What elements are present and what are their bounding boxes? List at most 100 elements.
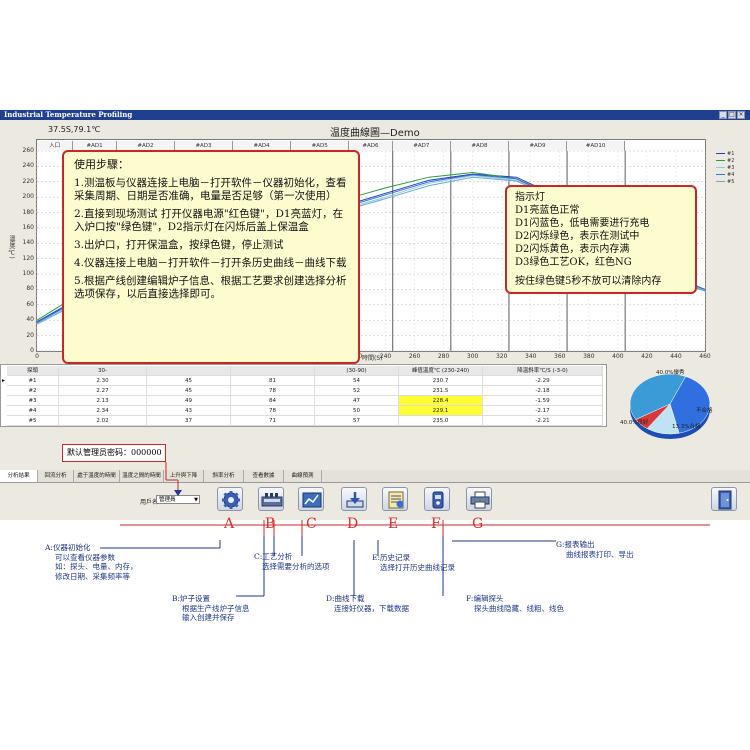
table-cell-r4-c0: #5 bbox=[7, 416, 59, 426]
edit-probe-button[interactable] bbox=[424, 487, 450, 511]
legend-label-4: #5 bbox=[727, 179, 735, 185]
print-report-button[interactable] bbox=[466, 487, 492, 511]
x-tick-18: 360 bbox=[554, 353, 566, 360]
annotation-letter-f: F bbox=[431, 516, 441, 532]
tab-7[interactable]: 曲線預測 bbox=[284, 470, 322, 482]
exit-door-icon bbox=[718, 490, 732, 510]
table-cell-r3-c6: -2.17 bbox=[483, 406, 603, 416]
desc-c-body: 选择需要分析的选项 bbox=[262, 561, 330, 571]
table-cell-r0-c1: 2.30 bbox=[59, 376, 147, 386]
instrument-init-button[interactable] bbox=[217, 487, 243, 511]
lamp-heading: 指示灯 bbox=[515, 192, 545, 203]
edit-probe-icon bbox=[432, 491, 444, 509]
desc-b: B:炉子设置根据生产线炉子信息 输入创建并保存 bbox=[172, 594, 250, 623]
annotation-letter-e: E bbox=[388, 516, 399, 532]
annotation-letter-d: D bbox=[347, 516, 359, 532]
step-5: 5.根据产线创建编辑炉子信息、根据工艺要求创建选择分析选项保存，以后直接选择即可… bbox=[74, 275, 347, 300]
zone-label-2: #AD2 bbox=[116, 141, 175, 151]
y-tick-12: 240 bbox=[22, 162, 34, 170]
legend-entry-4: #5 bbox=[716, 179, 734, 186]
desc-c-title: C:工艺分析 bbox=[254, 552, 293, 561]
user-select[interactable]: 管理員 ▼ bbox=[156, 495, 200, 504]
legend-label-3: #4 bbox=[727, 172, 735, 178]
table-cell-r1-c2: 45 bbox=[147, 386, 231, 396]
y-tick-1: 20 bbox=[26, 331, 34, 339]
curve-download-button[interactable] bbox=[341, 487, 367, 511]
legend-swatch-3 bbox=[716, 174, 725, 175]
chart-legend: #1#2#3#4#5 bbox=[716, 151, 734, 186]
tab-2[interactable]: 處于溫度的時間 bbox=[74, 470, 120, 482]
legend-entry-0: #1 bbox=[716, 151, 734, 158]
table-cell-r3-c2: 43 bbox=[147, 406, 231, 416]
step-2: 2.直接到现场测试 打开仪器电源"红色键"，D1亮蓝灯，在入炉口按"绿色键"，D… bbox=[74, 208, 344, 233]
row-selector-icon: ▸ bbox=[2, 377, 6, 384]
tab-0[interactable]: 分析結果 bbox=[0, 470, 38, 482]
table-header-5: 峰值溫度℃ (230-240) bbox=[399, 366, 483, 376]
legend-swatch-4 bbox=[716, 181, 725, 182]
table-cell-r3-c0: #4 bbox=[7, 406, 59, 416]
legend-label-1: #2 bbox=[727, 158, 735, 164]
tab-6[interactable]: 查看數據 bbox=[244, 470, 284, 482]
tab-5[interactable]: 斜率分析 bbox=[204, 470, 244, 482]
oven-setup-button[interactable] bbox=[258, 487, 284, 511]
table-cell-r2-c3: 84 bbox=[231, 396, 315, 406]
desc-d-body: 连接好仪器，下载数据 bbox=[334, 603, 409, 613]
desc-e-body: 选择打开历史曲线记录 bbox=[380, 562, 455, 572]
pie-label-good: 40.0%良好 bbox=[620, 420, 649, 426]
table-cell-r1-c0: #2 bbox=[7, 386, 59, 396]
table-cell-r3-c1: 2.34 bbox=[59, 406, 147, 416]
close-button[interactable]: × bbox=[737, 111, 745, 119]
annotation-letter-b: B bbox=[265, 516, 276, 532]
pie-label-excellent: 40.0%優秀 bbox=[656, 370, 685, 376]
table-cell-r4-c5: 235.0 bbox=[399, 416, 483, 426]
lamp-line-3: D2闪烁绿色，表示在测试中 bbox=[515, 231, 640, 242]
process-analysis-icon bbox=[302, 492, 322, 508]
default-password-note: 默认管理员密码：000000 bbox=[62, 444, 166, 462]
process-analysis-button[interactable] bbox=[298, 487, 324, 511]
y-tick-9: 180 bbox=[22, 208, 34, 216]
tab-4[interactable]: 上升與下降 bbox=[164, 470, 204, 482]
user-select-value: 管理員 bbox=[159, 497, 176, 503]
table-cell-r2-c5: 228.4 bbox=[399, 396, 483, 406]
table-cell-r0-c4: 54 bbox=[315, 376, 399, 386]
lamp-line-4: D2闪烁黄色，表示内存满 bbox=[515, 244, 630, 255]
lamp-line-2: D1闪蓝色，低电需要进行充电 bbox=[515, 218, 650, 229]
zone-label-6: #AD6 bbox=[349, 141, 393, 151]
table-cell-r0-c0: #1 bbox=[7, 376, 59, 386]
table-cell-r2-c1: 2.13 bbox=[59, 396, 147, 406]
legend-swatch-1 bbox=[716, 160, 725, 161]
maximize-button[interactable]: □ bbox=[728, 111, 736, 119]
desc-d: D:曲线下载连接好仪器，下载数据 bbox=[326, 594, 409, 613]
x-tick-17: 340 bbox=[525, 353, 537, 360]
table-cell-r4-c3: 71 bbox=[231, 416, 315, 426]
table-cell-r2-c2: 49 bbox=[147, 396, 231, 406]
step-1: 1.测温板与仪器连接上电脑－打开软件－仪器初始化，查看采集周期、日期是否准确，电… bbox=[74, 177, 347, 202]
desc-g-body: 曲线报表打印、导出 bbox=[566, 549, 634, 559]
x-tick-23: 460 bbox=[699, 353, 711, 360]
legend-swatch-0 bbox=[716, 153, 725, 154]
x-tick-0: 0 bbox=[35, 353, 39, 360]
history-record-button[interactable] bbox=[382, 487, 408, 511]
minimize-button[interactable]: _ bbox=[719, 111, 727, 119]
y-tick-6: 120 bbox=[22, 254, 34, 262]
zone-label-0: 入口 bbox=[37, 141, 74, 151]
x-tick-16: 320 bbox=[495, 353, 508, 360]
step-3: 3.出炉口，打开保温盒，按绿色键，停止测试 bbox=[74, 239, 284, 251]
table-cell-r3-c4: 50 bbox=[315, 406, 399, 416]
zone-label-5: #AD5 bbox=[291, 141, 350, 151]
tab-3[interactable]: 溫度之間的時間 bbox=[120, 470, 164, 482]
download-icon bbox=[346, 492, 364, 508]
table-cell-r3-c5: 229.1 bbox=[399, 406, 483, 416]
y-tick-4: 80 bbox=[26, 285, 34, 293]
table-cell-r2-c0: #3 bbox=[7, 396, 59, 406]
tab-1[interactable]: 回流分析 bbox=[38, 470, 74, 482]
zone-label-1: #AD1 bbox=[73, 141, 117, 151]
history-record-icon bbox=[388, 491, 404, 509]
table-header-2 bbox=[147, 366, 231, 376]
table-cell-r0-c3: 81 bbox=[231, 376, 315, 386]
y-tick-5: 100 bbox=[22, 270, 34, 278]
window-title: Industrial Temperature Profiling bbox=[4, 110, 133, 119]
exit-button[interactable] bbox=[711, 487, 737, 511]
desc-g: G:报表输出曲线报表打印、导出 bbox=[556, 540, 634, 559]
